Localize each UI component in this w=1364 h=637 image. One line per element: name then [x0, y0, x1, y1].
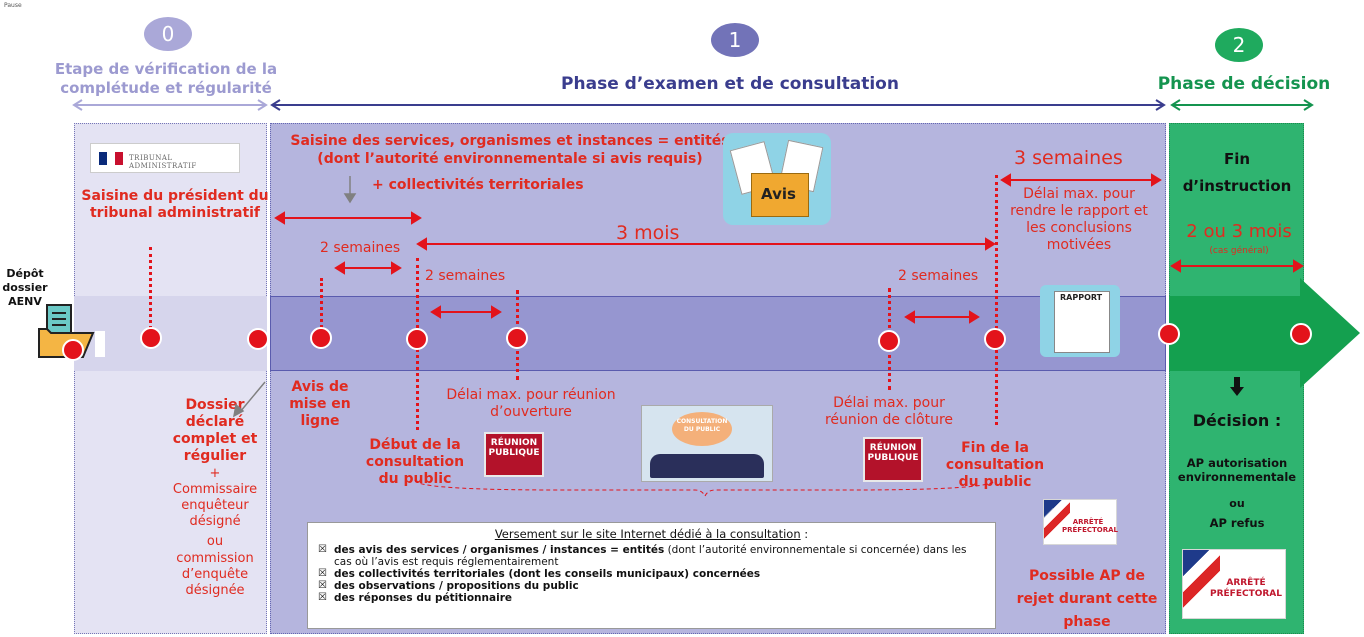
timeline-dot-debut	[406, 328, 428, 350]
vline-saisine	[149, 247, 152, 329]
versement-item: ☒ des collectivités territoriales (dont l…	[318, 568, 985, 580]
arrete-small: ARRÊTÉ PRÉFECTORAL	[1043, 499, 1118, 545]
down-arrow-icon	[1230, 377, 1244, 397]
versement-title: Versement sur le site Internet dédié à l…	[494, 527, 801, 541]
rapport-image: RAPPORT	[1040, 285, 1120, 357]
phase0-title: Etape de vérification de la complétude e…	[54, 60, 278, 97]
versement-colon: :	[800, 527, 809, 541]
consultation-image: CONSULTATION DU PUBLIC	[641, 405, 773, 482]
saisine-president: Saisine du président du tribunal adminis…	[81, 188, 269, 221]
timeline-band-phase0	[74, 296, 267, 371]
versement-item: ☒ des observations / propositions du publ…	[318, 580, 985, 592]
commissaire: Commissaire enquêteur désigné	[172, 482, 258, 529]
depot-label: Dépôt dossier AENV	[2, 267, 48, 308]
vline-avis	[320, 278, 323, 328]
consultation-brace	[414, 479, 996, 498]
dossier-complet: Dossier déclaré complet et régulier	[172, 397, 258, 464]
cas-general: (cas général)	[1209, 246, 1269, 256]
phase0-number: 0	[144, 17, 192, 51]
timeline-dot-cloture	[878, 330, 900, 352]
trois-semaines: 3 semaines	[1014, 147, 1123, 169]
timeline-dot-decision	[1290, 323, 1312, 345]
rapport-doc	[1054, 291, 1110, 353]
avis-folder-image: Avis	[723, 133, 831, 225]
ou-label-2: ou	[1229, 497, 1245, 510]
timeline-dot-depot	[62, 339, 84, 361]
timeline-dot-fin	[984, 328, 1006, 350]
versement-item-bold: des observations / propositions du publi…	[334, 580, 579, 592]
versement-item: ☒ des avis des services / organismes / in…	[318, 544, 985, 568]
timeline-dot-ouverture	[506, 327, 528, 349]
saisine-services: Saisine des services, organismes et inst…	[290, 133, 730, 167]
consultation-image-label: CONSULTATION DU PUBLIC	[676, 418, 728, 433]
collectivites-label: + collectivités territoriales	[372, 177, 584, 193]
delai-cloture: Délai max. pour réunion de clôture	[824, 395, 954, 428]
ap-refus: AP refus	[1209, 516, 1265, 530]
timeline-arrow-head	[1300, 278, 1360, 388]
commission: commission d’enquête désignée	[176, 551, 254, 598]
tribunal-logo: TRIBUNAL ADMINISTRATIF	[90, 143, 240, 173]
tribunal-logo-text: TRIBUNAL ADMINISTRATIF	[129, 154, 197, 170]
avis-folder-body	[751, 173, 809, 217]
crowd-icon	[650, 454, 764, 478]
arrete-small-flag-icon	[1044, 500, 1070, 544]
versement-item-rest: (dont l’autorité environnementale si con…	[334, 544, 967, 568]
avis-folder-label: Avis	[761, 185, 796, 203]
trois-mois: 3 mois	[616, 222, 680, 244]
phase2-title: Phase de décision	[1157, 74, 1331, 94]
phase1-number: 1	[711, 23, 759, 57]
delai-ouverture: Délai max. pour réunion d’ouverture	[446, 387, 616, 420]
vline-fin	[995, 175, 998, 425]
tribunal-flag-icon	[99, 152, 123, 165]
phase0-zone	[74, 123, 267, 634]
phase2-number: 2	[1215, 28, 1263, 62]
timeline-dot-rapport	[1158, 323, 1180, 345]
plus-sign: +	[209, 466, 221, 481]
checkbox-icon: ☒	[318, 592, 327, 603]
arrete-small-text: ARRÊTÉ PRÉFECTORAL	[1062, 518, 1118, 534]
corner-label: Pause	[4, 2, 22, 9]
reunion-publique-1: RÉUNION PUBLIQUE	[484, 432, 544, 477]
debut-consultation: Début de la consultation du public	[365, 437, 465, 487]
reunion-publique-2: RÉUNION PUBLIQUE	[863, 437, 923, 482]
timeline-band-phase2	[1169, 296, 1304, 371]
decision: Décision :	[1192, 411, 1282, 430]
delai-rapport: Délai max. pour rendre le rapport et les…	[1010, 186, 1148, 253]
timeline-dot-complet	[247, 328, 269, 350]
ou-label-1: ou	[206, 534, 224, 549]
versement-item: ☒ des réponses du pétitionnaire	[318, 592, 985, 604]
phase1-title: Phase d’examen et de consultation	[561, 74, 899, 94]
rapport-label: RAPPORT	[1060, 293, 1103, 302]
ap-autorisation: AP autorisation environnementale	[1177, 456, 1297, 484]
deux-semaines-1: 2 semaines	[320, 240, 401, 256]
checkbox-icon: ☒	[318, 568, 327, 579]
checkbox-icon: ☒	[318, 544, 327, 555]
deux-semaines-3: 2 semaines	[898, 268, 979, 284]
arrete-large-text: ARRÊTÉ PRÉFECTORAL	[1210, 578, 1282, 599]
timeline-dot-avis	[310, 327, 332, 349]
possible-ap: Possible AP de rejet durant cette phase	[1016, 568, 1158, 630]
fin-instruction: Fin d’instruction	[1182, 150, 1292, 195]
timeline-dot-saisine	[140, 327, 162, 349]
versement-box: Versement sur le site Internet dédié à l…	[307, 522, 996, 629]
checkbox-icon: ☒	[318, 580, 327, 591]
versement-list: ☒ des avis des services / organismes / in…	[318, 544, 985, 604]
deux-ou-trois-mois: 2 ou 3 mois	[1186, 221, 1292, 242]
header-arrows	[72, 99, 1314, 111]
consultation-bubble-icon	[672, 412, 732, 446]
avis-en-ligne: Avis de mise en ligne	[289, 379, 351, 429]
deux-semaines-2: 2 semaines	[425, 268, 506, 284]
arrete-large: ARRÊTÉ PRÉFECTORAL	[1182, 549, 1286, 619]
versement-item-bold: des réponses du pétitionnaire	[334, 592, 512, 604]
versement-item-bold: des avis des services / organismes / ins…	[334, 544, 665, 556]
arrete-large-flag-icon	[1183, 550, 1220, 618]
versement-item-bold: des collectivités territoriales (dont le…	[334, 568, 761, 580]
